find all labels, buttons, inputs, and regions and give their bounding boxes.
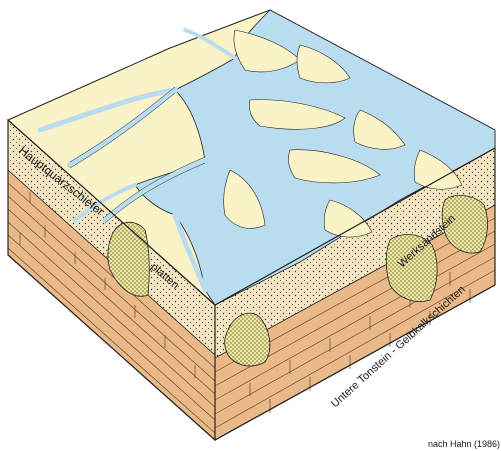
credit-text: nach Hahn (1986) — [428, 439, 500, 449]
